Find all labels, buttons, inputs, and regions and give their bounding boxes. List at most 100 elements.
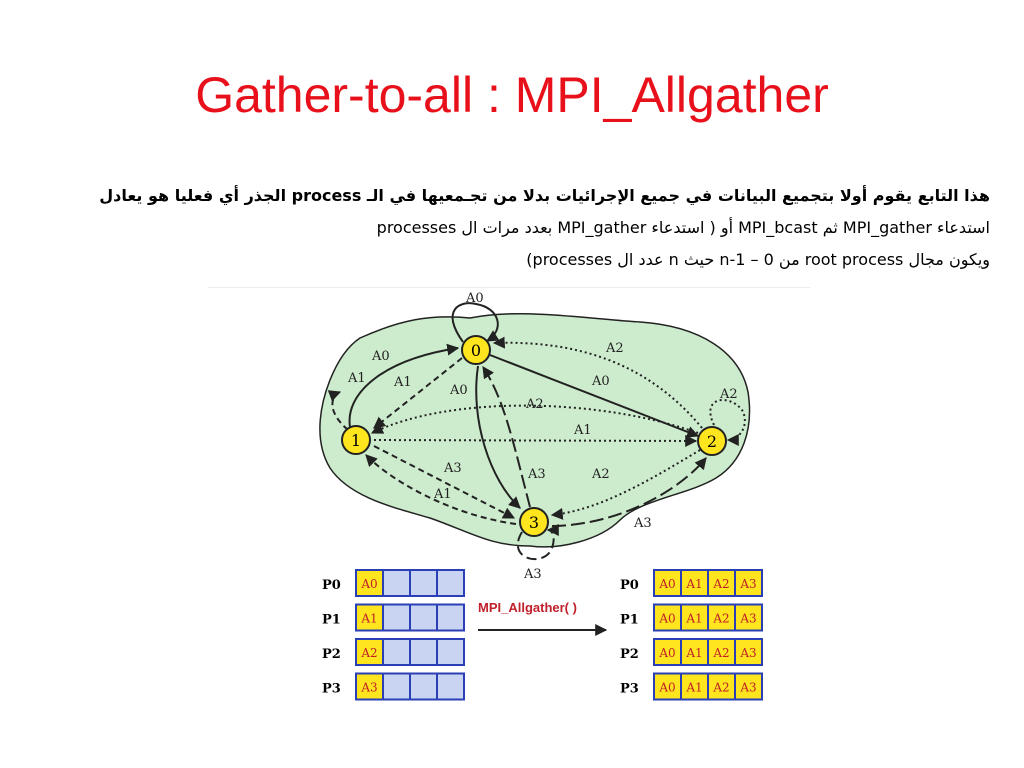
after-row-label: P3 — [620, 682, 639, 697]
label-e31: A1 — [433, 487, 452, 502]
before-buffer-cell — [382, 603, 411, 632]
label-e30: A3 — [527, 467, 546, 482]
after-buffer-cell — [734, 569, 763, 597]
slide-body: هذا التابع يقوم أولا بتجميع البيانات في … — [30, 180, 990, 276]
allgather-operation: MPI_Allgather( ) — [478, 600, 608, 636]
after-cell-label: A0 — [658, 612, 675, 626]
after-buffer-cell — [680, 603, 709, 632]
label-e01: A1 — [393, 375, 412, 390]
process-cloud — [319, 312, 751, 548]
after-cell-label: A0 — [658, 577, 675, 591]
label-self-2: A2 — [719, 387, 738, 402]
after-buffer-cell — [707, 672, 736, 701]
before-row-label: P3 — [322, 682, 341, 697]
label-self-3: A3 — [523, 567, 542, 582]
before-row-label: P0 — [322, 578, 341, 593]
label-e02: A0 — [591, 374, 610, 389]
after-cell-label: A3 — [739, 612, 756, 626]
label-e32: A3 — [633, 516, 652, 531]
label-self-0: A0 — [465, 291, 484, 306]
node-2: 2 — [697, 426, 727, 456]
edge-self-2 — [709, 399, 746, 446]
before-cell-label: A1 — [360, 612, 377, 626]
before-buffer-cell — [382, 638, 411, 666]
node-3: 3 — [519, 507, 549, 537]
before-row-p1: P1 A1 — [322, 603, 465, 632]
body-line-1: هذا التابع يقوم أولا بتجميع البيانات في … — [99, 186, 990, 205]
after-cell-label: A2 — [712, 646, 729, 660]
node-2-label: 2 — [707, 432, 717, 451]
node-1-label: 1 — [351, 431, 361, 450]
edge-3-1 — [365, 454, 517, 525]
before-cell-label: A2 — [360, 646, 377, 660]
before-buffer-cell — [436, 603, 465, 632]
edge-self-3 — [516, 524, 559, 561]
edge-1-0-a — [348, 343, 460, 428]
slide-title: Gather-to-all : MPI_Allgather — [195, 67, 829, 123]
edge-2-0 — [492, 336, 703, 429]
after-row-p0: P0 A0 A1 A2 A3 — [620, 569, 763, 597]
after-row-label: P2 — [620, 647, 639, 662]
after-buffer-cell — [680, 569, 709, 597]
edge-labels: A0 A2 A3 A0 A1 A1 A0 A0 A2 A2 A1 A3 A1 A… — [347, 291, 738, 582]
before-buffer-cell — [436, 672, 465, 701]
operation-label: MPI_Allgather( ) — [478, 600, 577, 615]
after-cell-label: A2 — [712, 577, 729, 591]
graph-nodes: 0 1 2 3 — [341, 335, 727, 537]
before-buffer-cell — [355, 569, 384, 597]
after-cell-label: A3 — [739, 577, 756, 591]
after-cell-label: A2 — [712, 612, 729, 626]
after-cell-label: A3 — [739, 681, 756, 695]
body-line-2: استدعاء MPI_gather ثم MPI_bcast أو ( است… — [376, 218, 990, 237]
before-cell-label: A3 — [360, 681, 377, 695]
after-buffer-cell — [734, 638, 763, 666]
after-row-label: P0 — [620, 578, 639, 593]
before-buffer-cell — [409, 603, 438, 632]
after-buffer-cell — [707, 638, 736, 666]
node-0-label: 0 — [471, 341, 481, 360]
after-cell-label: A1 — [685, 577, 702, 591]
before-row-p3: P3 A3 — [322, 672, 465, 701]
before-buffer-cell — [409, 569, 438, 597]
node-0: 0 — [461, 335, 491, 365]
after-buffer-cell — [734, 603, 763, 632]
edge-3-0 — [482, 366, 531, 508]
after-cell-label: A1 — [685, 612, 702, 626]
after-buffer-cell — [734, 672, 763, 701]
after-cell-label: A1 — [685, 646, 702, 660]
after-cell-label: A0 — [658, 681, 675, 695]
edge-0-1 — [373, 357, 463, 429]
before-buffer-cell — [436, 638, 465, 666]
before-row-label: P2 — [322, 647, 341, 662]
body-line-3: ويكون مجال root process من n-1 – 0 حيث n… — [526, 250, 990, 269]
edge-3-2 — [551, 457, 707, 527]
after-row-label: P1 — [620, 613, 639, 628]
before-buffer-cell — [382, 569, 411, 597]
label-e21: A2 — [525, 397, 544, 412]
label-e10a: A0 — [371, 349, 390, 364]
edge-0-3 — [475, 365, 521, 509]
after-buffer-cell — [653, 603, 682, 632]
edge-2-1 — [370, 404, 699, 434]
after-row-p1: P1 A0 A1 A2 A3 — [620, 603, 763, 632]
before-buffer-cell — [436, 569, 465, 597]
label-e23: A2 — [591, 467, 610, 482]
edge-1-0-b — [327, 390, 349, 431]
edge-1-2 — [373, 434, 698, 447]
before-buffer-cell — [409, 672, 438, 701]
node-1: 1 — [341, 425, 371, 455]
label-e20: A2 — [605, 341, 624, 356]
edge-1-3 — [373, 445, 516, 519]
label-e13: A3 — [443, 461, 462, 476]
label-e12: A1 — [573, 423, 592, 438]
before-row-label: P1 — [322, 613, 341, 628]
after-cell-label: A0 — [658, 646, 675, 660]
node-3-label: 3 — [529, 513, 539, 532]
before-buffer-cell — [409, 638, 438, 666]
